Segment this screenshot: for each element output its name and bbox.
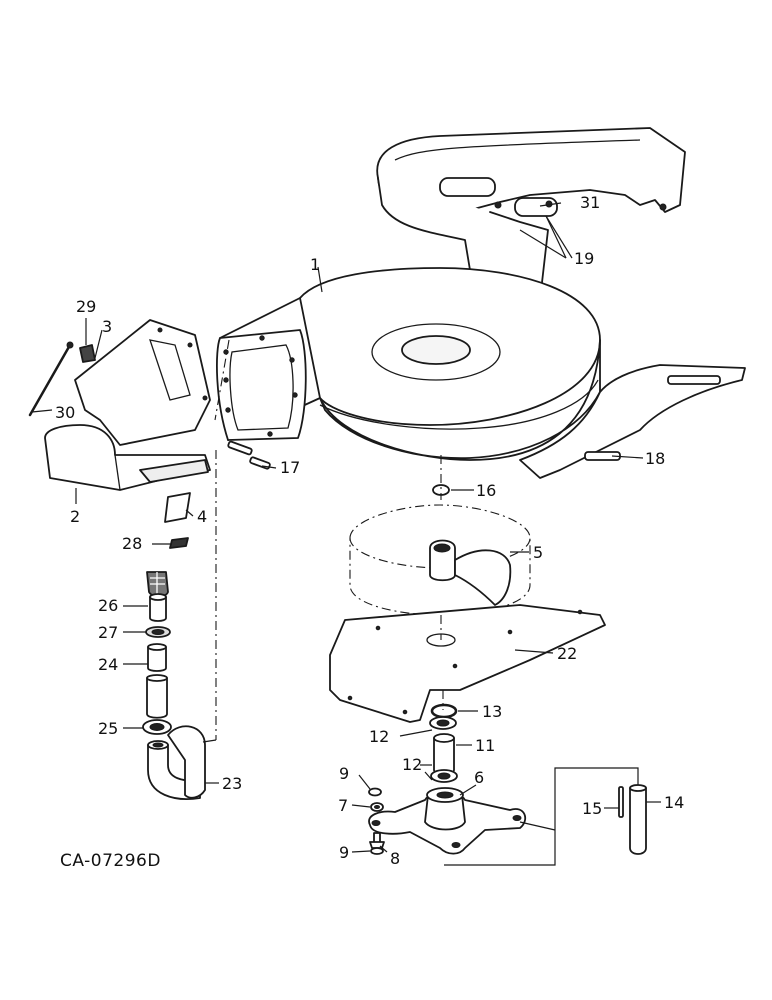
callout-29: 29 [76, 297, 96, 316]
callout-6: 6 [474, 768, 484, 787]
callout-23: 23 [222, 774, 242, 793]
callout-3: 3 [102, 317, 112, 336]
bolt-8 [369, 832, 385, 849]
callout-12-lower: 12 [402, 755, 422, 774]
base-plate [329, 604, 606, 723]
callout-30: 30 [55, 403, 75, 422]
callout-28: 28 [122, 534, 142, 553]
lower-shield [44, 424, 211, 491]
bushing-26 [149, 593, 167, 622]
washer-9-upper [368, 787, 382, 797]
bearing-12-lower [430, 769, 458, 783]
key-15 [618, 786, 624, 818]
leader-lines [31, 202, 661, 866]
callout-9-lower: 9 [339, 843, 349, 862]
callout-31: 31 [580, 193, 600, 212]
callout-24: 24 [98, 655, 118, 674]
washer-9-lower [370, 847, 384, 855]
callout-16: 16 [476, 481, 496, 500]
callout-15: 15 [582, 799, 602, 818]
callout-4: 4 [197, 507, 207, 526]
callout-8: 8 [390, 849, 400, 868]
bottom-guard-plate [519, 364, 746, 479]
spacer-11 [433, 733, 455, 775]
keys-17 [227, 440, 271, 470]
callout-9-upper: 9 [339, 764, 349, 783]
callout-25: 25 [98, 719, 118, 738]
callout-17: 17 [280, 458, 300, 477]
snap-ring-13 [430, 703, 458, 719]
drawing-code: CA-07296D [60, 851, 161, 871]
left-shield [28, 319, 211, 446]
callout-2: 2 [70, 507, 80, 526]
coupling-26-top [146, 571, 169, 598]
bearing-12-upper [429, 716, 457, 730]
callout-19: 19 [574, 249, 594, 268]
shaft-14 [629, 784, 647, 855]
bearing-housing-6 [368, 787, 527, 855]
callout-12-upper: 12 [369, 727, 389, 746]
callout-11: 11 [475, 736, 495, 755]
ring-27 [145, 626, 171, 638]
callout-26: 26 [98, 596, 118, 615]
sleeve-24 [146, 643, 168, 719]
clip-28 [169, 537, 189, 549]
fan-housing [216, 267, 601, 461]
callout-7: 7 [338, 796, 348, 815]
callout-14: 14 [664, 793, 684, 812]
callout-22: 22 [557, 644, 577, 663]
bracket-4 [164, 492, 191, 523]
fan-impeller [349, 504, 531, 616]
callout-1: 1 [310, 255, 320, 274]
callout-5: 5 [533, 543, 543, 562]
hose-elbow-23 [147, 725, 206, 800]
callout-13: 13 [482, 702, 502, 721]
callout-18: 18 [645, 449, 665, 468]
nut-7 [370, 802, 384, 812]
collar-25 [142, 719, 172, 735]
callouts: 1 31 19 29 3 30 2 17 18 16 4 28 5 26 27 … [55, 193, 684, 871]
callout-27: 27 [98, 623, 118, 642]
